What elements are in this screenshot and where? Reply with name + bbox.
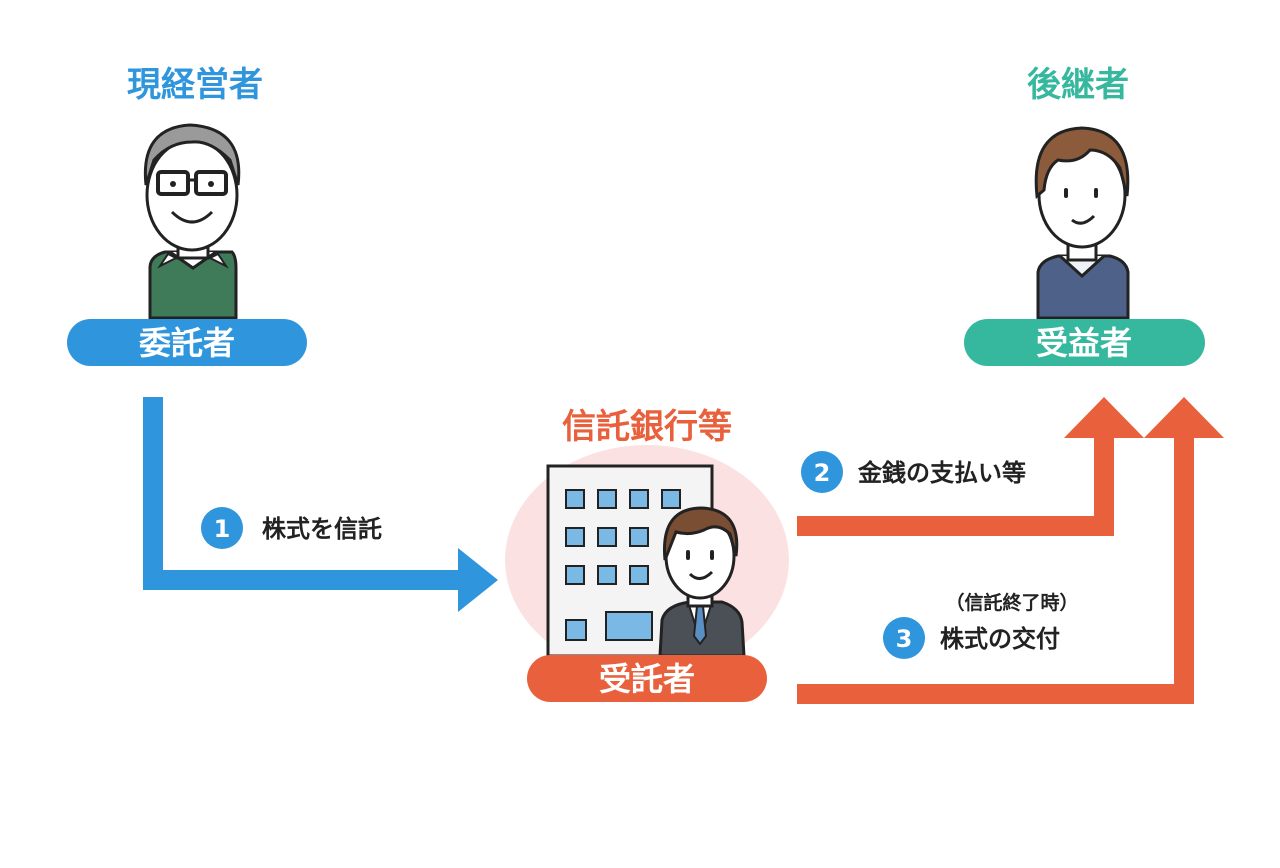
current-owner-role: 委託者 — [139, 324, 235, 362]
step-3-note: （信託終了時） — [945, 591, 1078, 614]
step-2-badge — [801, 451, 843, 493]
trust-bank-role: 受託者 — [599, 660, 695, 698]
step-3-badge — [883, 617, 925, 659]
office-building-with-businessman-icon — [505, 445, 789, 675]
step-3-number: 3 — [896, 625, 913, 653]
step-1: 1 株式を信託 — [201, 507, 382, 549]
successor-role: 受益者 — [1036, 324, 1132, 362]
step-2-number: 2 — [814, 459, 831, 487]
step-1-label: 株式を信託 — [262, 515, 382, 543]
arrow-1-entrust — [143, 397, 498, 612]
current-owner-role-pill: 委託者 — [67, 319, 307, 366]
step-3: （信託終了時） 3 株式の交付 — [883, 591, 1079, 659]
step-2: 2 金銭の支払い等 — [801, 451, 1026, 493]
step-2-label: 金銭の支払い等 — [857, 459, 1026, 487]
young-man-icon — [1034, 126, 1130, 320]
current-owner-title: 現経営者 — [127, 65, 263, 105]
arrow-2-payment — [797, 397, 1144, 536]
step-3-label: 株式の交付 — [940, 625, 1060, 653]
step-1-number: 1 — [214, 515, 231, 543]
successor-role-pill: 受益者 — [964, 319, 1205, 366]
trust-bank-role-pill: 受託者 — [527, 655, 767, 702]
trust-bank-title: 信託銀行等 — [562, 407, 732, 447]
arrow-3-delivery — [797, 397, 1224, 704]
successor-title: 後継者 — [1027, 65, 1129, 105]
old-man-glasses-icon — [143, 123, 241, 320]
step-1-badge — [201, 507, 243, 549]
